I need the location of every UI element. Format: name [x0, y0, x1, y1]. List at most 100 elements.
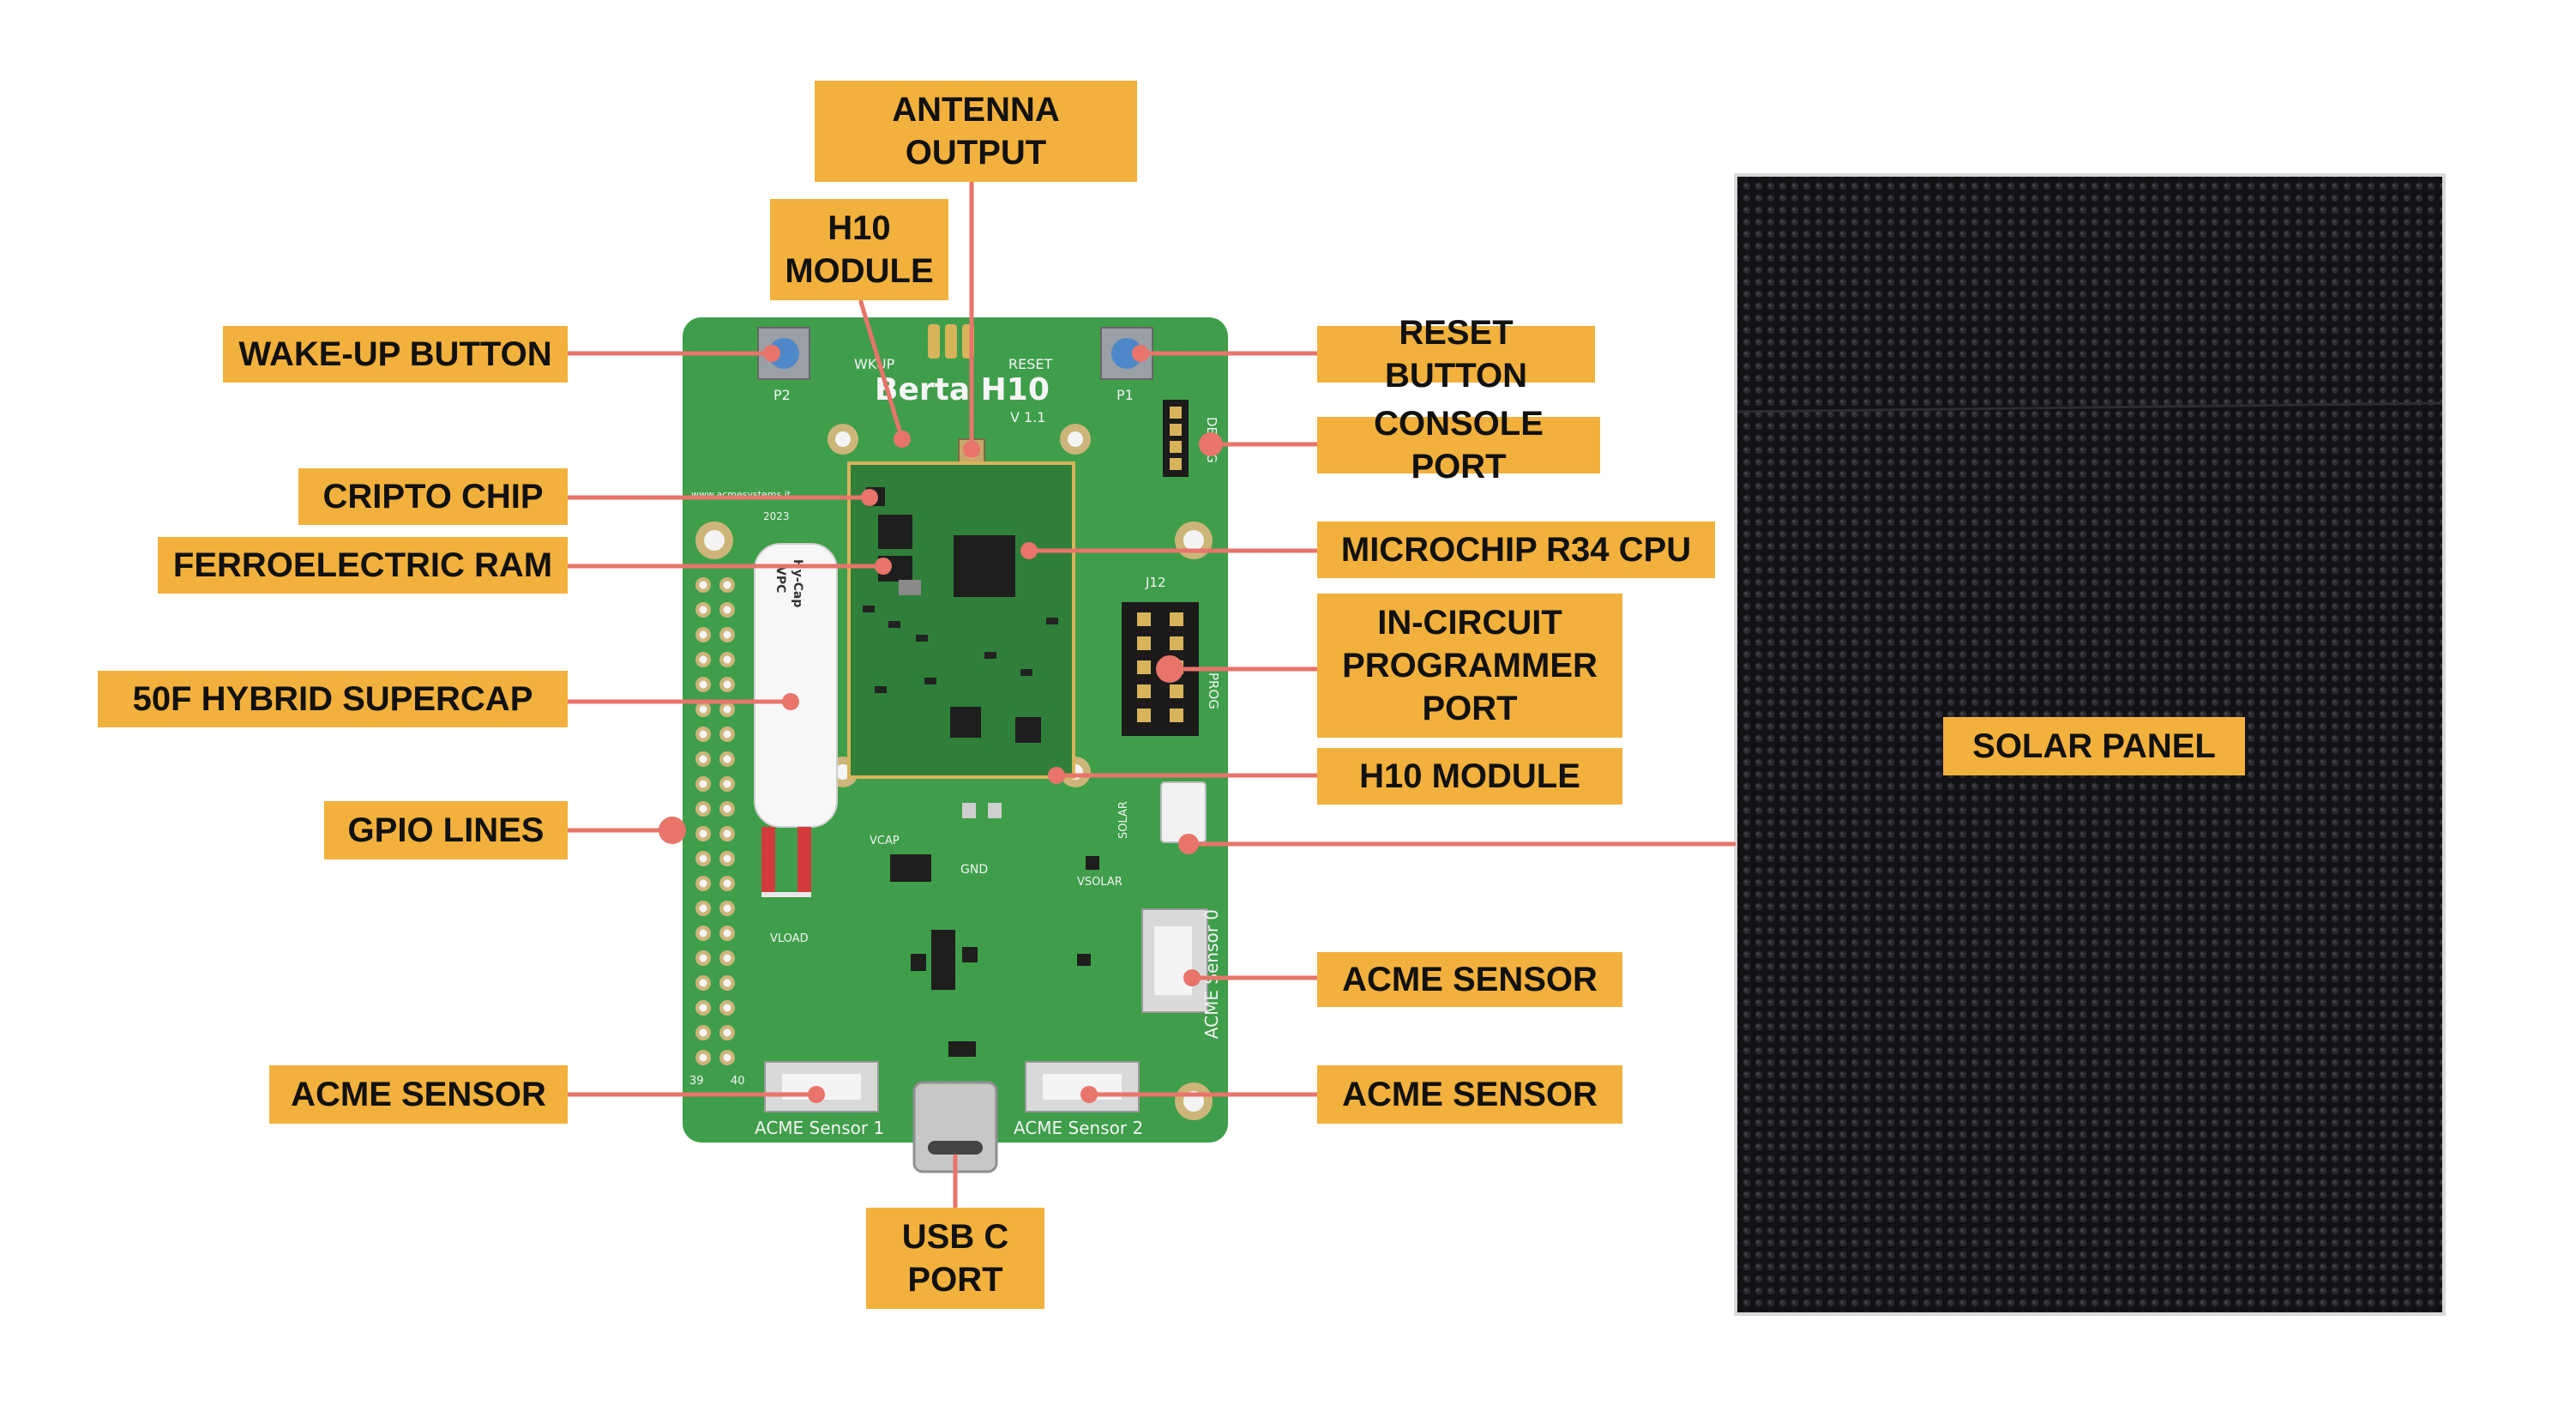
silk-reset: RESET: [1008, 356, 1052, 372]
gpio-pin: [719, 627, 735, 642]
gpio-pin: [719, 677, 735, 692]
gpio-pin: [719, 776, 735, 792]
leader-lines: [565, 179, 1736, 1210]
gpio-pin: [695, 1025, 711, 1040]
gpio-header: [695, 577, 735, 1065]
gpio-pin: [719, 851, 735, 866]
gpio-pin: [695, 776, 711, 792]
h10-module-component: [847, 461, 1075, 779]
silk-wkup: WKUP: [854, 356, 895, 372]
label-ferroelectric-ram: FERROELECTRIC RAM: [158, 537, 568, 594]
label-cripto-chip: CRIPTO CHIP: [298, 468, 568, 525]
silk-prog: PROG: [1206, 672, 1221, 709]
prog-pin: [1137, 684, 1151, 698]
silk-vload: VLOAD: [770, 932, 809, 945]
gpio-pin: [695, 627, 711, 642]
gpio-pin: [719, 876, 735, 891]
console-pin: [1170, 458, 1182, 470]
gpio-pin: [719, 950, 735, 966]
label-gpio-lines: GPIO LINES: [324, 801, 568, 859]
gpio-pin: [695, 826, 711, 841]
gpio-pin: [695, 876, 711, 891]
label-h10-module-top: H10 MODULE: [770, 199, 948, 300]
silk-acme-sensor-0: ACME Sensor 0: [1201, 909, 1222, 1039]
prog-pin: [1170, 636, 1183, 650]
gpio-pin: [719, 901, 735, 916]
gpio-pin: [719, 702, 735, 717]
acme-sensor-0-connector: [1141, 908, 1208, 1013]
gpio-pin: [719, 751, 735, 767]
leader-h10-module-top: [858, 299, 905, 442]
label-supercap: 50F HYBRID SUPERCAP: [98, 671, 568, 727]
gpio-pin: [695, 801, 711, 817]
prog-pin: [1170, 709, 1183, 722]
prog-pin: [1137, 660, 1151, 674]
gpio-pin: [695, 1050, 711, 1065]
gpio-pin: [719, 727, 735, 742]
silk-pin40: 40: [731, 1075, 745, 1088]
gpio-pin: [695, 652, 711, 667]
silk-vsolar: VSOLAR: [1077, 876, 1122, 889]
gpio-pin: [695, 950, 711, 966]
leader-endpoints: [659, 345, 1223, 1103]
gpio-pin: [719, 652, 735, 667]
pcb-board: Berta H10 V 1.1 WKUP RESET P1 P2 DEBUG P…: [683, 317, 1228, 1173]
gpio-pin: [695, 751, 711, 767]
misc-components: [890, 803, 1099, 1057]
acme-sensor-2-connector: [1025, 1061, 1140, 1113]
gpio-pin: [695, 727, 711, 742]
silk-year: 2023: [763, 510, 790, 522]
gpio-pin: [719, 826, 735, 841]
silk-acme-sensor-2: ACME Sensor 2: [1014, 1118, 1143, 1138]
silk-p1: P1: [1116, 387, 1134, 403]
gpio-pin: [695, 926, 711, 941]
gpio-pin: [719, 602, 735, 618]
label-wakeup-button: WAKE-UP BUTTON: [223, 326, 568, 383]
silk-p2: P2: [773, 387, 791, 403]
gpio-pin: [695, 677, 711, 692]
silk-j12: J12: [1145, 575, 1166, 590]
board-title: Berta H10: [875, 372, 1050, 407]
silk-vcap: VCAP: [870, 835, 900, 847]
solar-connector: [1160, 781, 1207, 843]
supercap-component: [754, 543, 838, 897]
label-microchip-cpu: MICROCHIP R34 CPU: [1317, 522, 1715, 578]
gpio-pin: [719, 577, 735, 593]
prog-pin: [1170, 684, 1183, 698]
gpio-pin: [719, 926, 735, 941]
prog-pin: [1137, 612, 1151, 626]
prog-pin: [1137, 636, 1151, 650]
prog-pin: [1137, 709, 1151, 722]
silk-acme-sensor-1: ACME Sensor 1: [755, 1118, 884, 1138]
console-pin: [1170, 441, 1182, 453]
label-acme-sensor-left: ACME SENSOR: [269, 1065, 568, 1124]
gpio-pin: [719, 1000, 735, 1016]
top-pads: [928, 324, 974, 359]
console-header: [1163, 400, 1189, 477]
silk-solar: SOLAR: [1117, 801, 1130, 839]
gpio-pin: [695, 851, 711, 866]
supercap-model-text: VPC: [773, 566, 787, 593]
prog-pin: [1170, 612, 1183, 626]
gpio-pin: [695, 1000, 711, 1016]
console-pin: [1170, 407, 1182, 419]
silk-gnd: GND: [960, 863, 988, 877]
silk-pin39: 39: [689, 1075, 704, 1088]
label-reset-button: RESET BUTTON: [1317, 314, 1595, 395]
gpio-pin: [695, 901, 711, 916]
label-usb-c-port: USB C PORT: [866, 1208, 1044, 1309]
board-version: V 1.1: [1010, 409, 1045, 425]
supercap-brand-text: Hy-Cap: [791, 559, 804, 607]
gpio-pin: [695, 577, 711, 593]
label-console-port: CONSOLE PORT: [1317, 405, 1600, 485]
label-icp-port: IN-CIRCUIT PROGRAMMER PORT: [1317, 594, 1622, 738]
gpio-pin: [695, 602, 711, 618]
console-pin: [1170, 424, 1182, 436]
reset-button-component: [1100, 327, 1153, 380]
gpio-pin: [695, 975, 711, 991]
gpio-pin: [719, 801, 735, 817]
label-antenna-output: ANTENNA OUTPUT: [815, 81, 1137, 182]
label-h10-module-side: H10 MODULE: [1317, 748, 1622, 805]
label-solar-panel: SOLAR PANEL: [1943, 717, 2245, 775]
